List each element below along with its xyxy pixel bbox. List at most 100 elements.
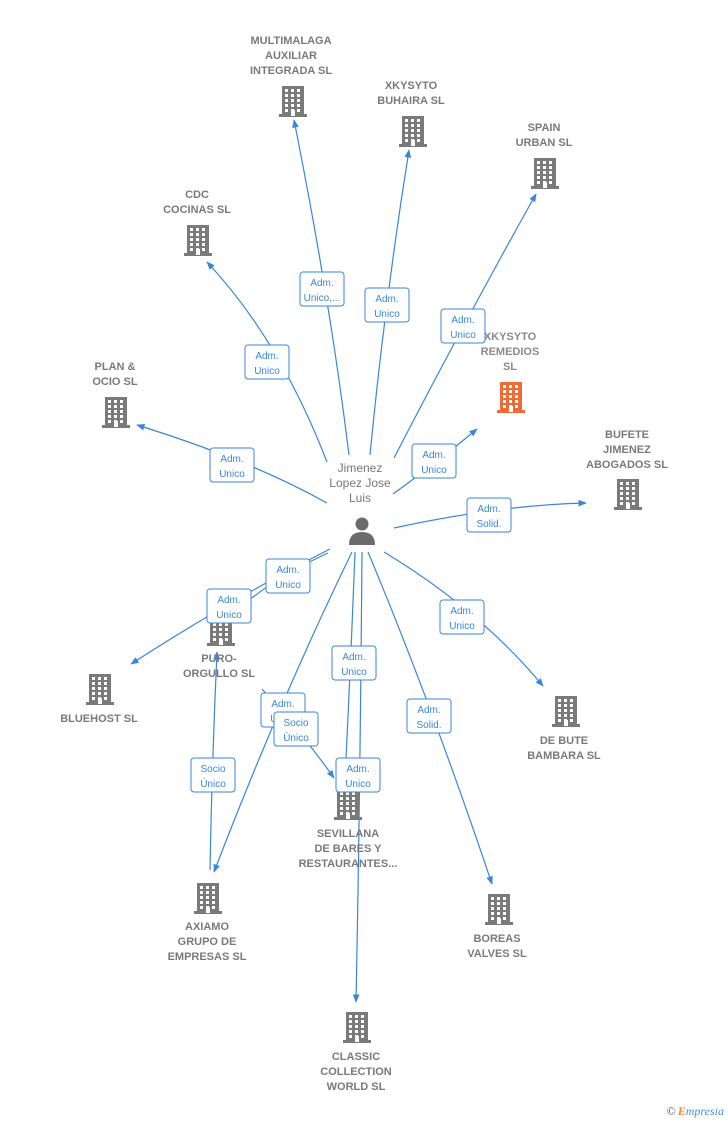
relation-label-box[interactable] bbox=[299, 271, 345, 307]
company-name-line: CDC bbox=[185, 189, 209, 201]
relation-label-sevillana-bares[interactable]: Adm.Unico bbox=[331, 645, 377, 681]
relation-label-text: Unico bbox=[275, 580, 301, 591]
relation-label-text: Adm. bbox=[310, 278, 333, 289]
relation-label-text: Adm. bbox=[422, 450, 445, 461]
company-node-bluehost[interactable]: BLUEHOST SL bbox=[60, 674, 138, 725]
relation-label-text: Unico bbox=[254, 366, 280, 377]
brand-footer: ©Empresia bbox=[667, 1104, 724, 1119]
company-name-line: COLLECTION bbox=[320, 1066, 392, 1078]
relation-label-text: Unico bbox=[216, 610, 242, 621]
brand-name: mpresia bbox=[685, 1104, 724, 1118]
company-name-line: INTEGRADA SL bbox=[250, 65, 332, 77]
relation-label-box[interactable] bbox=[190, 757, 236, 793]
company-name-line: VALVES SL bbox=[467, 948, 527, 960]
relation-label-box[interactable] bbox=[364, 287, 410, 323]
company-name-line: GRUPO DE bbox=[178, 936, 237, 948]
company-name-line: REMEDIOS bbox=[481, 346, 540, 358]
relation-label-text: Adm. bbox=[346, 764, 369, 775]
relation-label-text: Socio bbox=[283, 718, 308, 729]
relation-label-bufete-jimenez[interactable]: Adm.Solid. bbox=[466, 497, 512, 533]
company-name-line: XKYSYTO bbox=[484, 331, 537, 343]
company-name-line: PURO- bbox=[201, 653, 237, 665]
relation-label-box[interactable] bbox=[466, 497, 512, 533]
relation-label-bluehost[interactable]: Adm. Unico bbox=[206, 588, 252, 624]
relation-label-puro-orgullo[interactable]: Adm.Unico bbox=[265, 558, 311, 594]
relation-label-box[interactable] bbox=[209, 447, 255, 483]
company-name-line: RESTAURANTES... bbox=[299, 858, 398, 870]
relation-label-spain-urban[interactable]: Adm. Unico bbox=[440, 308, 486, 344]
building-icon bbox=[184, 225, 212, 256]
company-node-xkysyto-remedios[interactable]: XKYSYTO REMEDIOS SL bbox=[481, 331, 540, 413]
relation-label-text: Adm. bbox=[417, 705, 440, 716]
building-icon bbox=[334, 789, 362, 820]
relation-label-text: Único bbox=[200, 777, 226, 790]
relation-label-xkysyto-remedios[interactable]: Adm.Unico bbox=[411, 443, 457, 479]
relation-label-text: Único bbox=[283, 731, 309, 744]
relation-label-box[interactable] bbox=[411, 443, 457, 479]
relation-label-text: Adm. bbox=[451, 315, 474, 326]
relation-label-box[interactable] bbox=[206, 588, 252, 624]
company-name-line: XKYSYTO bbox=[385, 80, 438, 92]
building-icon bbox=[614, 479, 642, 510]
relation-label-text: Adm. bbox=[450, 606, 473, 617]
relation-label-text: Unico bbox=[374, 309, 400, 320]
relation-label-text: Adm. bbox=[217, 595, 240, 606]
person-name-line: Jimenez bbox=[338, 461, 383, 475]
relation-label-box[interactable] bbox=[273, 711, 319, 747]
relation-label-text: Adm. bbox=[375, 294, 398, 305]
brand-initial: E bbox=[677, 1104, 686, 1118]
company-name-line: BLUEHOST SL bbox=[60, 713, 138, 725]
building-icon bbox=[531, 158, 559, 189]
relation-label-box[interactable] bbox=[331, 645, 377, 681]
relation-label-classic-collection[interactable]: Adm.Unico bbox=[335, 757, 381, 793]
building-icon bbox=[399, 116, 427, 147]
relation-label-box[interactable] bbox=[335, 757, 381, 793]
person-icon bbox=[349, 517, 375, 545]
building-icon bbox=[485, 894, 513, 925]
relation-label-cdc-cocinas[interactable]: Adm.Unico bbox=[244, 344, 290, 380]
relation-label-boreas-valves[interactable]: Adm.Solid. bbox=[406, 698, 452, 734]
company-name-line: AXIAMO bbox=[185, 921, 229, 933]
relation-label-box[interactable] bbox=[439, 599, 485, 635]
relation-label-plan-ocio[interactable]: Adm.Unico bbox=[209, 447, 255, 483]
person-name-line: Lopez Jose bbox=[329, 476, 391, 490]
company-name-line: JIMENEZ bbox=[603, 444, 651, 456]
relation-label-box[interactable] bbox=[406, 698, 452, 734]
relation-label-text: Unico bbox=[450, 330, 476, 341]
company-name-line: SEVILLANA bbox=[317, 828, 379, 840]
company-name-line: MULTIMALAGA bbox=[250, 35, 331, 47]
relation-label-xkysyto-buhaira[interactable]: Adm. Unico bbox=[364, 287, 410, 323]
building-icon bbox=[102, 397, 130, 428]
relation-label-multimalaga[interactable]: Adm. Unico,... bbox=[299, 271, 345, 307]
company-name-line: SL bbox=[503, 361, 517, 373]
company-node-axiamo[interactable]: AXIAMO GRUPO DE EMPRESAS SL bbox=[168, 883, 247, 963]
relation-label-de-bute-bambara[interactable]: Adm.Unico bbox=[439, 599, 485, 635]
relation-label-box[interactable] bbox=[440, 308, 486, 344]
company-name-line: WORLD SL bbox=[327, 1081, 386, 1093]
company-name-line: EMPRESAS SL bbox=[168, 951, 247, 963]
company-name: BLUEHOST SL bbox=[60, 713, 138, 725]
company-name-line: DE BUTE bbox=[540, 735, 588, 747]
relation-label-box[interactable] bbox=[244, 344, 290, 380]
relation-label-text: Unico bbox=[219, 469, 245, 480]
company-node-plan-ocio[interactable]: PLAN &OCIO SL bbox=[92, 361, 138, 428]
relation-label-text: Unico,... bbox=[304, 293, 341, 304]
company-name-line: BUFETE bbox=[605, 429, 649, 441]
relation-label-box[interactable] bbox=[265, 558, 311, 594]
